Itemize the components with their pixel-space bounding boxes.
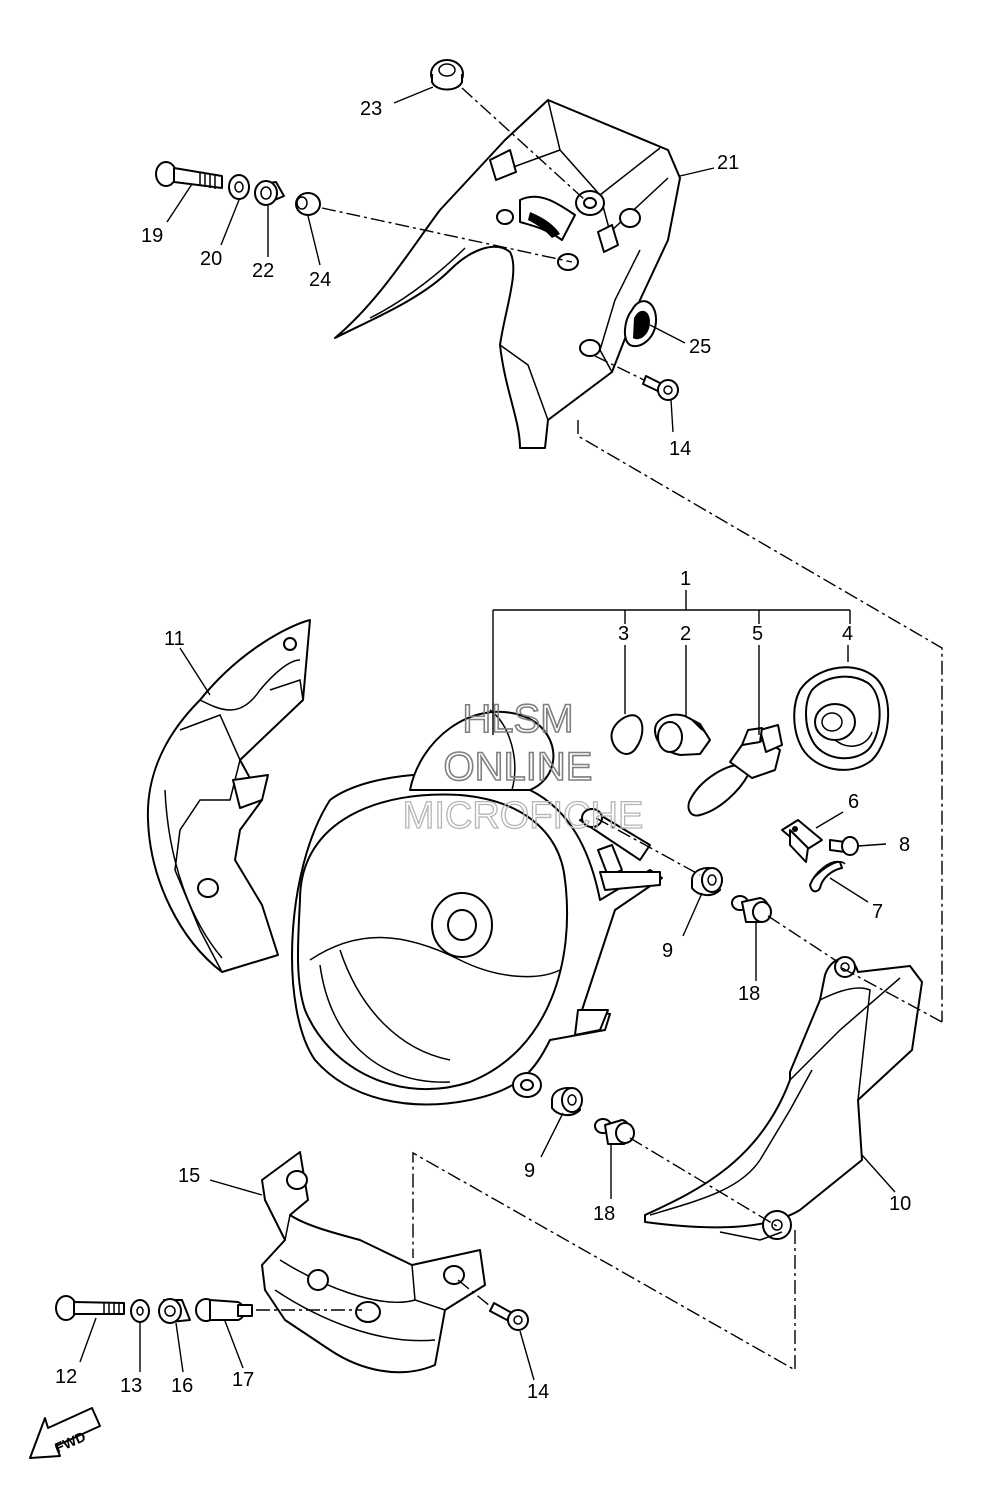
bulb-cover-4 xyxy=(793,666,890,771)
collar-16 xyxy=(158,1298,191,1324)
side-cover-11 xyxy=(146,619,311,973)
washer-24 xyxy=(295,192,321,216)
dash-line-14-lower xyxy=(457,1279,491,1307)
dash-line-bottom-box xyxy=(412,1151,796,1372)
callout-17: 17 xyxy=(232,1369,254,1391)
callout-21: 21 xyxy=(717,152,739,174)
callout-8: 8 xyxy=(899,834,910,856)
side-cover-10 xyxy=(644,956,923,1241)
collar-17 xyxy=(195,1298,253,1322)
callout-18-lower: 18 xyxy=(593,1203,615,1225)
callout-3: 3 xyxy=(618,623,629,645)
bulb-3 xyxy=(610,714,644,755)
watermark-line-1: HLSM xyxy=(462,697,573,741)
dash-line-main-right xyxy=(577,420,943,1022)
callout-7: 7 xyxy=(872,901,883,923)
assembly-bracket-1 xyxy=(492,590,851,735)
dash-line-23 xyxy=(461,87,586,201)
grommet-9-lower xyxy=(551,1087,583,1116)
callout-13: 13 xyxy=(120,1375,142,1397)
bolt-19 xyxy=(155,161,223,189)
callout-14-top: 14 xyxy=(669,438,691,460)
callout-22: 22 xyxy=(252,260,274,282)
dash-line-18-upper xyxy=(767,915,839,963)
headlight-unit-1 xyxy=(291,709,663,1106)
callout-5: 5 xyxy=(752,623,763,645)
collar-18-upper xyxy=(731,895,772,923)
headlight-cover-21 xyxy=(334,99,681,449)
dash-line-14-top xyxy=(594,355,645,381)
callout-25: 25 xyxy=(689,336,711,358)
clip-7 xyxy=(809,860,846,893)
socket-2 xyxy=(654,713,711,756)
grommet-9-upper xyxy=(691,867,723,896)
callout-20: 20 xyxy=(200,248,222,270)
callout-10: 10 xyxy=(889,1193,911,1215)
washer-20 xyxy=(228,174,250,200)
callout-9-lower: 9 xyxy=(524,1160,535,1182)
callout-19: 19 xyxy=(141,225,163,247)
callout-16: 16 xyxy=(171,1375,193,1397)
lower-bracket-15 xyxy=(261,1151,486,1374)
washer-13 xyxy=(130,1299,150,1323)
callout-4: 4 xyxy=(842,623,853,645)
clamp-6 xyxy=(781,819,823,863)
leader-lines xyxy=(79,86,896,1381)
watermark-line-2: ONLINE xyxy=(444,745,593,789)
screw-14-top xyxy=(642,375,679,401)
damper-23 xyxy=(430,59,464,91)
callout-2: 2 xyxy=(680,623,691,645)
watermark-line-3: MICROFICHE xyxy=(403,795,644,837)
grommet-25 xyxy=(624,300,658,348)
callout-23: 23 xyxy=(360,98,382,120)
bulb-5 xyxy=(687,724,783,817)
collar-22 xyxy=(254,180,285,206)
dash-line-right-down xyxy=(841,967,943,1023)
callout-9-upper: 9 xyxy=(662,940,673,962)
callout-numbers: 23 21 19 20 22 24 25 14 1 3 2 5 4 11 6 8… xyxy=(55,98,911,1403)
collar-18-lower xyxy=(594,1118,635,1145)
dash-line-18-lower xyxy=(629,1137,781,1229)
callout-11: 11 xyxy=(164,628,185,650)
screw-8 xyxy=(829,836,859,856)
callout-1: 1 xyxy=(680,568,691,590)
callout-6: 6 xyxy=(848,791,859,813)
fwd-arrow-icon: FWD xyxy=(29,1407,101,1459)
callout-12: 12 xyxy=(55,1366,77,1388)
callout-18-upper: 18 xyxy=(738,983,760,1005)
watermark: HLSM ONLINE MICROFICHE xyxy=(402,696,644,837)
callout-24: 24 xyxy=(309,269,331,291)
dash-line-9-upper xyxy=(595,817,701,876)
bolt-12 xyxy=(55,1295,125,1321)
screw-14-lower xyxy=(489,1302,529,1331)
dash-line-24 xyxy=(321,207,573,263)
callout-15: 15 xyxy=(178,1165,200,1187)
callout-14-lower: 14 xyxy=(527,1381,549,1403)
